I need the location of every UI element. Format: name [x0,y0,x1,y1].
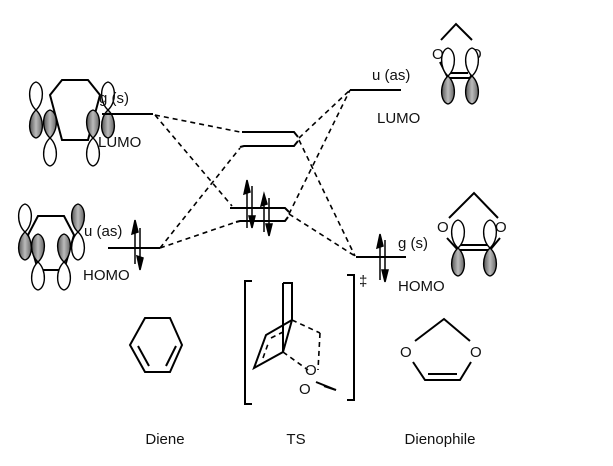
ts-caption: TS [286,431,305,448]
diene-homo-label: HOMO [83,267,130,284]
ts-structure: ‡ O O [244,273,367,405]
dienophile-lumo-label: LUMO [377,110,420,127]
dienophile-lumo-symmetry: u (as) [372,67,410,84]
dienophile-electron-arrows [375,233,389,283]
ts-dagger: ‡ [359,273,367,290]
svg-text:O: O [305,362,317,379]
diene-lumo-label: LUMO [98,134,141,151]
diene-homo-symmetry: u (as) [84,223,122,240]
diene-structure [128,317,184,373]
dienophile-lumo-orbitals: O O [432,22,482,105]
diene-caption: Diene [145,431,184,448]
dienophile-homo-symmetry: g (s) [398,235,428,252]
svg-text:O: O [437,219,449,236]
dienophile-structure: O O [400,317,482,381]
diene-lumo-symmetry: g (s) [99,90,129,107]
svg-text:O: O [400,344,412,361]
svg-text:O: O [299,381,311,398]
svg-text:O: O [495,219,507,236]
diene-homo-orbitals [17,203,86,291]
ts-electron-arrows [242,179,273,237]
correlation-lines [154,89,356,257]
svg-text:O: O [432,46,444,63]
diene-lumo-orbitals [28,79,116,167]
electron-pair-arrows [130,219,144,271]
dienophile-caption: Dienophile [405,431,476,448]
ts-lumo-levels [239,131,299,148]
dienophile-homo-label: HOMO [398,278,445,295]
dienophile-homo-orbitals: O O [437,191,507,277]
ts-homo-levels [230,207,290,223]
svg-text:O: O [470,344,482,361]
